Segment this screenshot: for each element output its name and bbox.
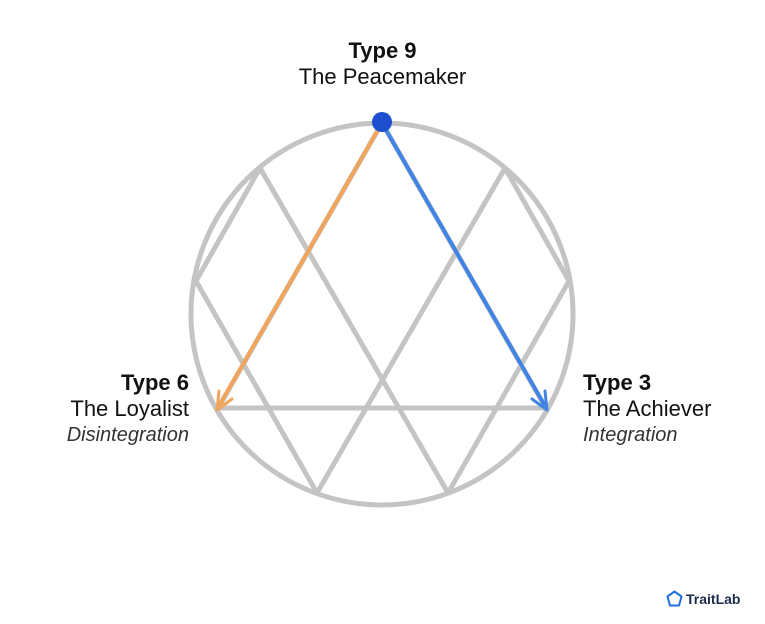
pentagon-icon xyxy=(666,590,683,607)
type-9-name: The Peacemaker xyxy=(298,64,467,90)
type-9-label: Type 9 The Peacemaker xyxy=(0,38,765,91)
brand-name: TraitLab xyxy=(686,590,741,607)
traitlab-logo: TraitLab xyxy=(666,590,740,607)
type-6-label: Type 6 The Loyalist Disintegration xyxy=(67,370,189,447)
type-6-number: Type 6 xyxy=(120,370,189,395)
integration-arrowhead xyxy=(530,389,549,412)
type-6-name: The Loyalist xyxy=(70,396,189,422)
type-3-name: The Achiever xyxy=(583,396,712,422)
type-9-point xyxy=(372,112,392,132)
type-3-direction: Integration xyxy=(583,423,678,446)
hexad-lines xyxy=(193,165,572,496)
disintegration-arrow xyxy=(217,122,384,407)
type-9-number: Type 9 xyxy=(348,38,417,63)
type-6-direction: Disintegration xyxy=(66,423,189,446)
integration-arrow xyxy=(380,122,547,407)
type-3-label: Type 3 The Achiever Integration xyxy=(583,370,711,447)
disintegration-arrowhead xyxy=(215,389,234,412)
enneagram-circle xyxy=(188,120,576,508)
type-3-number: Type 3 xyxy=(583,370,652,395)
